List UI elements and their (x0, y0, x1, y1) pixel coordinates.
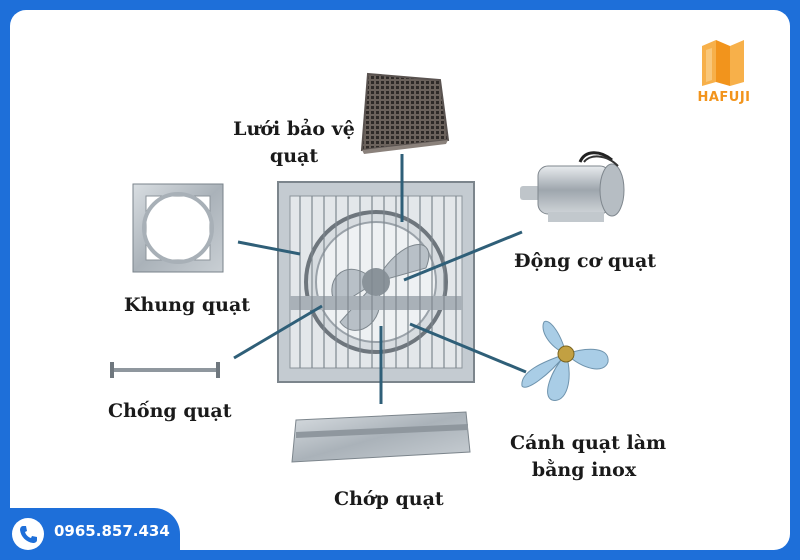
support-label: Chống quạt (108, 400, 232, 422)
brand-name: HAFUJI (697, 90, 751, 105)
frame-label: Khung quạt (124, 294, 251, 316)
support-pointer (233, 304, 323, 360)
grille-label: Lưới bảo vệ quạt (228, 116, 360, 170)
hafuji-logo-icon (702, 40, 744, 86)
blade-label-line-2: bằng inox (531, 459, 637, 481)
fan-assembly-image (277, 181, 475, 383)
blade-label: Cánh quạt làm bằng inox (510, 430, 667, 484)
blade-label-line-1: Cánh quạt làm (510, 432, 667, 454)
phone-number[interactable]: 0965.857.434 (54, 522, 170, 540)
frame-image (132, 183, 224, 273)
blade-pointer (409, 322, 527, 374)
shutter-label: Chớp quạt (334, 488, 444, 510)
support-rod-image (110, 362, 220, 378)
pointer-lines (233, 154, 527, 404)
motor-pointer (403, 230, 523, 282)
blade-image (521, 320, 609, 401)
grille-label-line-2: quạt (269, 145, 319, 167)
grille-image (360, 72, 450, 154)
contact-bar[interactable]: 0965.857.434 (0, 508, 180, 560)
shutter-image (291, 411, 471, 463)
phone-icon[interactable] (12, 518, 44, 550)
motor-label: Động cơ quạt (514, 250, 657, 272)
frame-pointer (237, 240, 301, 256)
brand-block: HAFUJI (688, 30, 760, 105)
grille-label-line-1: Lưới bảo vệ (233, 118, 355, 140)
motor-image (520, 151, 625, 222)
